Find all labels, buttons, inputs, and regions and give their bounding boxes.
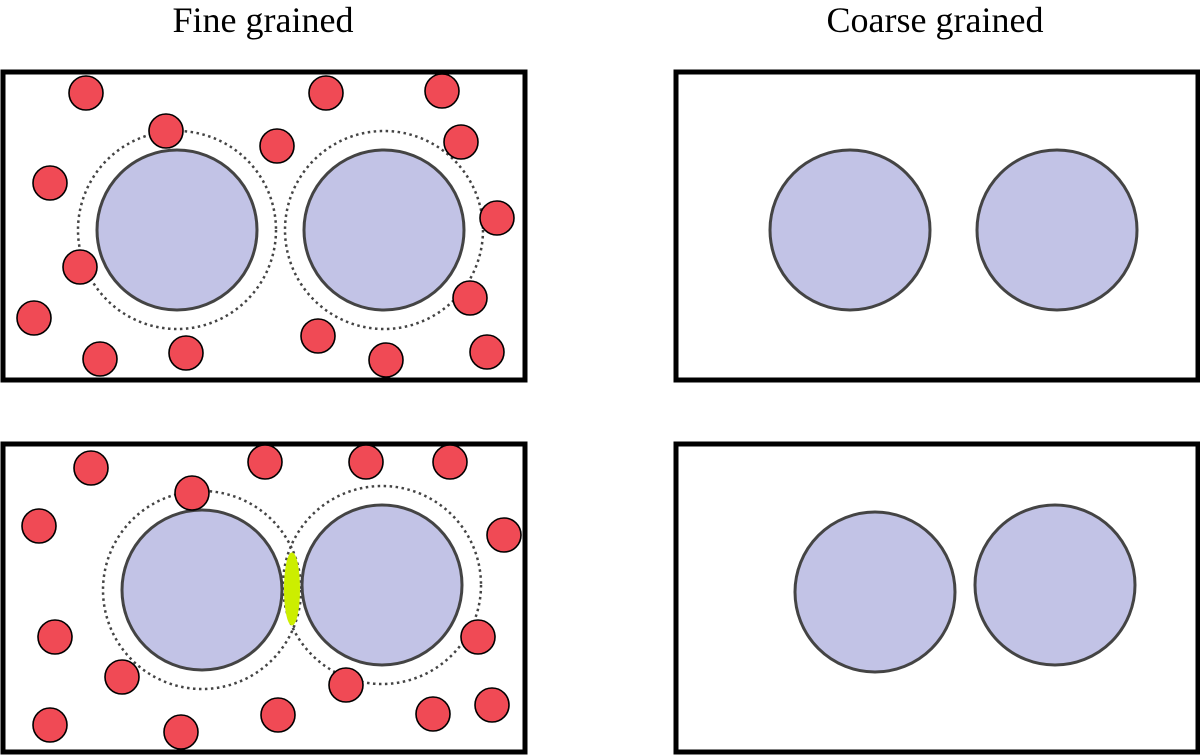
small-particle [368,342,404,378]
small-particle [469,334,505,370]
small-particle [348,444,384,480]
small-particle [82,341,118,377]
coarse-grained-title: Coarse grained [826,0,1044,40]
panel-fine-contact [0,441,528,755]
large-particle [975,148,1139,312]
small-particle [168,335,204,371]
small-particle [16,300,52,336]
small-particle [247,444,283,480]
large-particle [973,503,1137,667]
depletion-zone [281,484,483,686]
large-particle [120,508,284,672]
small-particle [62,249,98,285]
small-particle [32,165,68,201]
small-particle [68,75,104,111]
small-particle [432,444,468,480]
small-particle [174,475,210,511]
small-particle [148,113,184,149]
large-particle [302,148,466,312]
large-particle [793,510,957,674]
small-particle [452,280,488,316]
overlap-region [284,552,300,626]
small-particle [486,517,522,553]
small-particle [259,128,295,164]
small-particle [443,124,479,160]
panel-coarse-contact [673,441,1200,755]
small-particle [479,200,515,236]
large-particle [768,148,932,312]
small-particle [21,508,57,544]
small-particle [424,73,460,109]
small-particle [104,659,140,695]
large-particle [300,503,464,667]
fine-grained-title: Fine grained [172,0,354,40]
small-particle [32,707,68,743]
small-particle [415,696,451,732]
small-particle [73,450,109,486]
depletion-zone [283,129,485,331]
small-particle [308,75,344,111]
small-particle [260,697,296,733]
depletion-zone [76,129,278,331]
panel-fine-separated [0,69,528,383]
small-particle [37,619,73,655]
small-particle [300,318,336,354]
small-particle [328,667,364,703]
large-particle [95,148,259,312]
small-particle [460,619,496,655]
small-particle [474,687,510,723]
small-particle [163,714,199,750]
panel-coarse-separated [673,69,1200,383]
